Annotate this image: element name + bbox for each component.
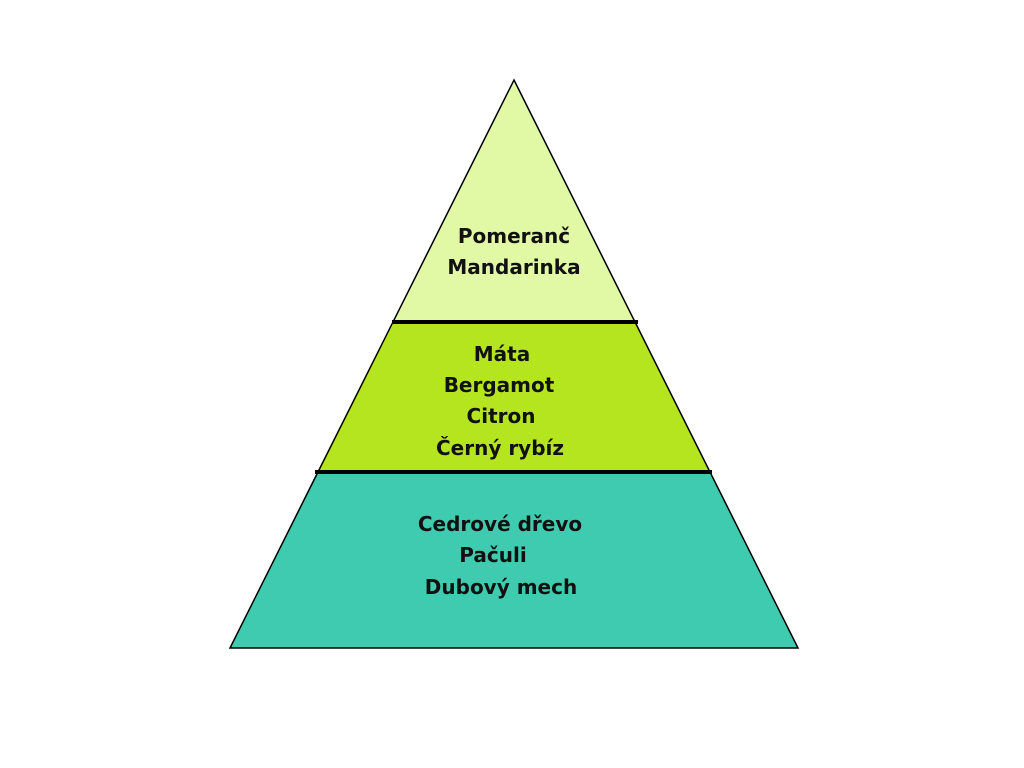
tier-middle-line-1: Máta	[474, 342, 530, 366]
tier-middle-line-3: Citron	[467, 404, 536, 428]
tier-top-line-2: Mandarinka	[447, 255, 580, 279]
tier-bottom-line-1: Cedrové dřevo	[418, 512, 582, 536]
tier-middle-line-4: Černý rybíz	[436, 436, 564, 460]
tier-top-line-1: Pomeranč	[458, 224, 570, 248]
tier-bottom-line-3: Dubový mech	[425, 575, 577, 599]
pyramid-tier-top	[394, 80, 636, 322]
tier-middle-line-2: Bergamot	[444, 373, 555, 397]
tier-bottom-line-2: Pačuli	[459, 543, 526, 567]
pyramid-outline	[228, 78, 800, 649]
pyramid-tier-bottom	[230, 472, 798, 648]
pyramid-tier-middle	[317, 322, 710, 472]
